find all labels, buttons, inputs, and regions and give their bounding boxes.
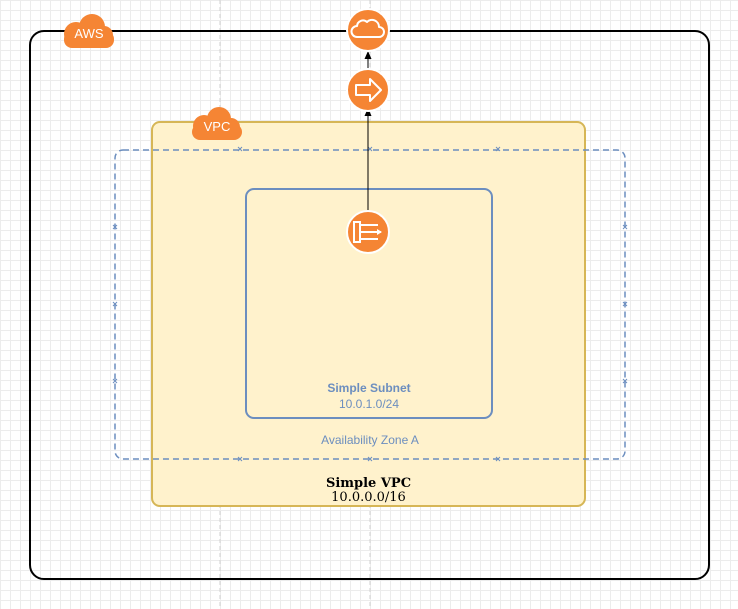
connection-point[interactable] [622,224,628,230]
connection-point[interactable] [112,224,118,230]
connection-point[interactable] [237,456,243,462]
connection-point[interactable] [367,456,373,462]
arrow-right-icon[interactable] [346,68,390,112]
connector-gateway-to-cloud[interactable] [364,51,372,70]
connection-point[interactable] [622,378,628,384]
subnet-box[interactable] [245,188,493,419]
connection-point[interactable] [237,146,243,152]
aws-logo-badge [64,14,114,48]
connection-point[interactable] [112,378,118,384]
connection-point[interactable] [495,146,501,152]
az-connection-points [112,146,628,462]
connection-point[interactable] [112,301,118,307]
vpc-logo-badge [192,107,242,140]
connection-point[interactable] [495,456,501,462]
connection-point[interactable] [622,301,628,307]
cloud-icon[interactable] [346,8,390,52]
load-balancer-icon[interactable] [346,210,390,254]
connection-point[interactable] [367,146,373,152]
